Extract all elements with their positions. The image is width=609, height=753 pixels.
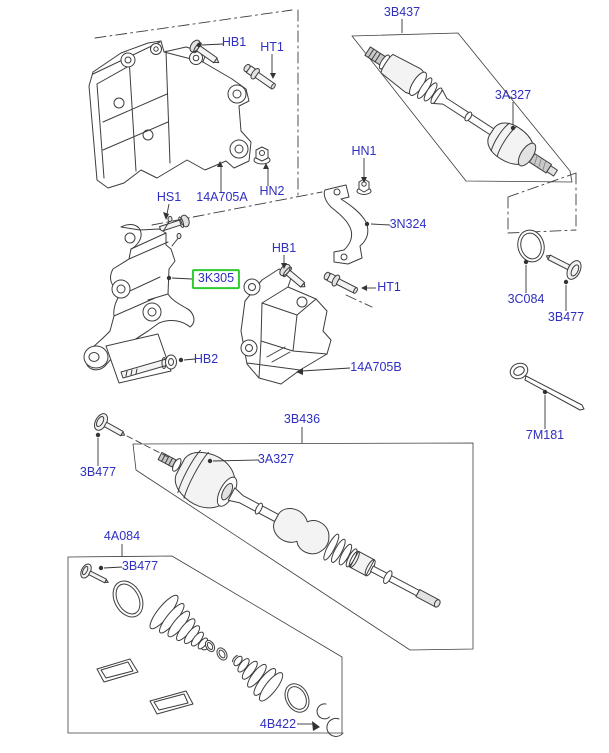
part-label-ht1-mid[interactable]: HT1 — [377, 280, 401, 295]
part-label-3b477-left[interactable]: 3B477 — [79, 465, 117, 480]
stud-ht1-mid-drawing — [323, 271, 358, 294]
group-box-3b436 — [132, 442, 474, 651]
stud-ht1-top-drawing — [243, 63, 276, 90]
part-label-4b422[interactable]: 4B422 — [259, 717, 297, 732]
part-label-hn1[interactable]: HN1 — [351, 144, 377, 159]
part-label-14a705a[interactable]: 14A705A — [196, 190, 248, 205]
boot-clamp-small-drawing — [284, 683, 310, 713]
nut-hn2-drawing — [253, 146, 271, 165]
bolt-3b477-kit-drawing — [80, 563, 109, 584]
part-label-3n324[interactable]: 3N324 — [389, 217, 427, 232]
part-label-hn2[interactable]: HN2 — [259, 184, 285, 199]
bolt-hb1-mid-drawing — [279, 263, 306, 288]
circlip-4b422-drawing — [316, 703, 344, 737]
spacer-plate-drawing — [105, 333, 172, 384]
part-label-hb2[interactable]: HB2 — [193, 352, 219, 367]
part-label-3c084[interactable]: 3C084 — [507, 292, 545, 307]
bolt-hb2-drawing — [120, 354, 177, 379]
grease-sachet-2-drawing — [149, 690, 194, 715]
part-label-3b477-right[interactable]: 3B477 — [547, 310, 585, 325]
bolt-hs1-drawing — [158, 214, 190, 232]
part-label-7m181[interactable]: 7M181 — [525, 428, 565, 443]
bracket-14a705b-drawing — [240, 268, 332, 385]
part-label-hb1-mid[interactable]: HB1 — [271, 241, 297, 256]
locking-pin-7m181-drawing — [509, 362, 585, 411]
cv-boot-small-drawing — [231, 654, 284, 702]
part-label-3a327-lh[interactable]: 3A327 — [257, 452, 295, 467]
driveshaft-3b436-drawing — [157, 449, 441, 608]
part-label-ht1-top[interactable]: HT1 — [260, 40, 284, 55]
part-label-hs1[interactable]: HS1 — [156, 190, 182, 205]
part-label-3b436[interactable]: 3B436 — [283, 412, 321, 427]
callout-leader-lines — [95, 19, 569, 731]
bracket-3k305-drawing — [83, 215, 195, 371]
part-label-4a084[interactable]: 4A084 — [103, 529, 141, 544]
bolt-3b477-right-drawing — [545, 254, 582, 280]
strap-3n324-drawing — [323, 184, 369, 265]
grease-sachet-1-drawing — [96, 658, 139, 683]
spacer-ring-2-drawing — [216, 647, 228, 661]
part-label-3a327-rh[interactable]: 3A327 — [494, 88, 532, 103]
driveshaft-3b437-drawing — [364, 46, 558, 177]
group-box-3b437 — [351, 32, 573, 183]
bolt-3b477-left-drawing — [94, 413, 126, 437]
part-label-3b477-kit[interactable]: 3B477 — [121, 559, 159, 574]
spacer-ring-1-drawing — [204, 639, 216, 653]
part-label-14a705b[interactable]: 14A705B — [350, 360, 402, 375]
seal-3c084-drawing — [517, 229, 545, 263]
part-label-3k305-selected[interactable]: 3K305 — [191, 269, 241, 289]
group-box-4a084-kit — [67, 555, 343, 734]
boot-clamp-large-drawing — [112, 580, 144, 618]
assembly-axis-dashed-line — [126, 435, 169, 458]
cv-boot-large-drawing — [149, 594, 211, 651]
bolt-hb1-top-drawing — [189, 39, 220, 64]
bracket-14a705a-drawing — [88, 40, 252, 189]
part-label-3b437[interactable]: 3B437 — [383, 5, 421, 20]
part-label-hb1-top[interactable]: HB1 — [221, 35, 247, 50]
